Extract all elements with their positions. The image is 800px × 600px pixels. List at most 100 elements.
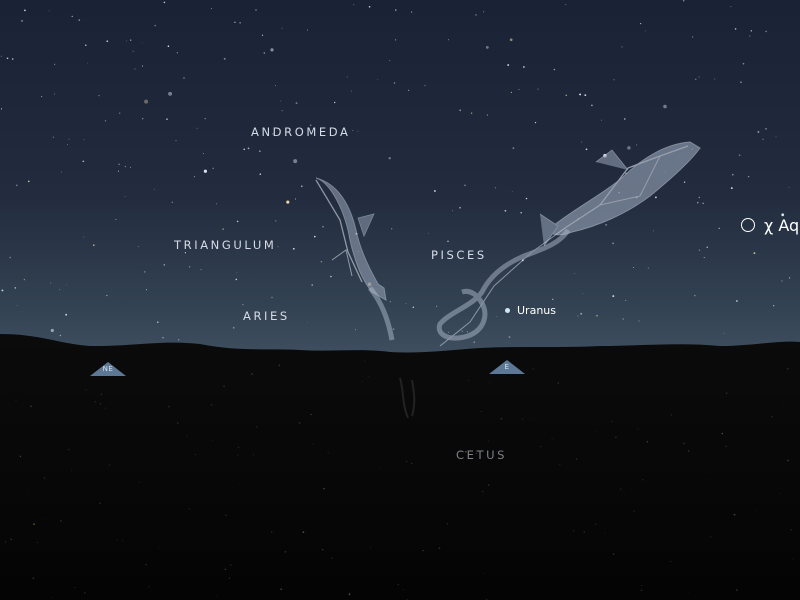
star-label-chi-aquarii[interactable]: χ Aq	[764, 216, 800, 235]
ground-star	[188, 508, 191, 510]
star	[627, 146, 631, 150]
star	[452, 210, 453, 212]
constellation-label-aries[interactable]: ARIES	[243, 309, 290, 323]
constellation-label-cetus[interactable]: CETUS	[456, 448, 508, 462]
star	[156, 321, 159, 324]
ground-star-field	[4, 360, 794, 600]
star	[612, 295, 615, 298]
uranus-marker[interactable]	[505, 308, 510, 313]
star	[718, 227, 720, 230]
star	[83, 139, 85, 141]
star	[494, 187, 497, 189]
star	[196, 127, 198, 129]
ground-star	[364, 360, 366, 362]
star	[275, 85, 277, 86]
ground-star	[594, 430, 596, 432]
star	[292, 247, 295, 250]
constellation-label-triangulum[interactable]: TRIANGULUM	[174, 238, 277, 252]
star	[765, 30, 767, 33]
star	[67, 144, 68, 145]
ground-star	[787, 459, 789, 462]
ground-star	[280, 588, 282, 590]
ground-star	[428, 593, 430, 594]
compass-triangle-icon	[489, 360, 525, 374]
star	[459, 206, 461, 209]
ground-star	[71, 469, 73, 471]
compass-marker-east[interactable]: E	[489, 360, 525, 374]
star	[582, 293, 584, 294]
star	[144, 99, 149, 104]
star	[742, 62, 745, 65]
star	[65, 313, 68, 316]
star	[459, 109, 462, 112]
ground-horizon	[0, 334, 800, 600]
ground-star	[575, 458, 577, 460]
target-ring-icon[interactable]	[741, 218, 755, 232]
star	[470, 112, 473, 114]
star	[447, 240, 449, 243]
star	[775, 136, 777, 138]
star	[54, 63, 56, 65]
planet-label-uranus[interactable]: Uranus	[517, 304, 556, 317]
ground-star	[52, 596, 53, 598]
star	[518, 88, 520, 90]
ground-star	[465, 450, 467, 453]
ground-star	[488, 381, 491, 383]
star	[702, 202, 704, 204]
star	[163, 264, 166, 266]
star	[78, 19, 81, 21]
star	[15, 184, 18, 187]
star	[757, 130, 760, 133]
ground-star	[487, 440, 489, 442]
star	[236, 272, 238, 274]
ground-star	[615, 436, 617, 439]
pisces-ribbon-art	[368, 227, 571, 347]
ground-star	[688, 592, 690, 594]
ground-star	[122, 540, 123, 541]
star	[154, 24, 157, 27]
sky-background	[0, 0, 800, 360]
ground-star	[212, 439, 214, 441]
ground-star	[138, 482, 140, 483]
ground-star	[376, 390, 378, 391]
star	[511, 190, 513, 192]
star	[68, 138, 70, 140]
star	[125, 40, 127, 42]
star	[14, 287, 17, 289]
star	[280, 100, 282, 102]
compass-marker-northeast[interactable]: NE	[90, 362, 126, 376]
ground-star	[790, 529, 792, 531]
star	[605, 224, 607, 226]
ground-star	[176, 422, 179, 424]
constellation-label-pisces[interactable]: PISCES	[431, 248, 487, 262]
star	[682, 0, 685, 2]
ground-star	[33, 523, 35, 526]
ground-star	[168, 405, 170, 408]
star	[236, 220, 239, 223]
star	[352, 130, 354, 131]
star	[183, 77, 185, 79]
star	[537, 88, 539, 90]
ground-star	[94, 400, 97, 403]
star	[765, 128, 767, 130]
star	[346, 76, 348, 78]
star	[703, 257, 705, 259]
star	[486, 114, 488, 116]
ground-star	[778, 492, 780, 494]
star	[106, 40, 109, 43]
ground-star	[225, 514, 227, 516]
star	[723, 332, 725, 334]
constellation-label-andromeda[interactable]: ANDROMEDA	[251, 125, 351, 139]
star	[142, 118, 144, 120]
star	[54, 93, 55, 95]
ground-star	[637, 428, 639, 430]
star	[176, 52, 179, 54]
star	[320, 261, 323, 263]
star	[647, 267, 649, 269]
ground-star	[583, 531, 585, 533]
ground-star	[640, 589, 643, 592]
star	[9, 256, 12, 259]
star	[93, 244, 95, 246]
